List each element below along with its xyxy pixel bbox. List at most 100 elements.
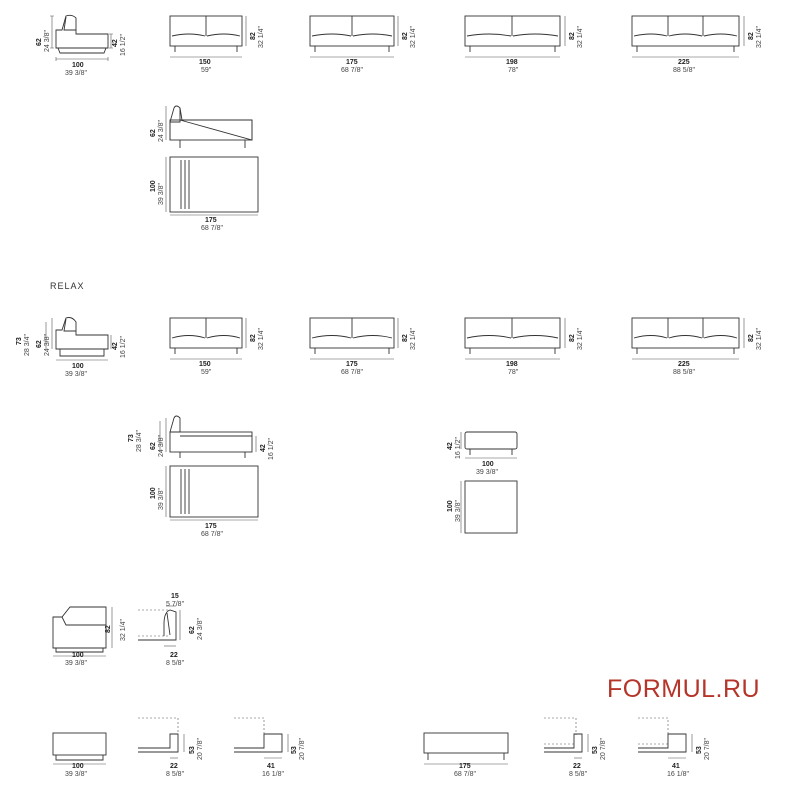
dim-w225: 225 [678, 361, 690, 368]
dim-w15: 15 [171, 593, 179, 600]
dim-h100-in: 39 3/8" [158, 488, 165, 510]
dim-h100: 100 [447, 500, 454, 512]
dim-h42: 42 [112, 342, 119, 350]
dim-w22: 22 [573, 763, 581, 770]
dim-w100: 100 [72, 363, 84, 370]
dim-h82: 82 [250, 334, 257, 342]
dim-h62-in: 24 3/8" [197, 618, 204, 640]
dim-h42-in: 16 1/2" [455, 437, 462, 459]
base-front-100: 100 39 3/8" [52, 732, 107, 778]
dim-h62-in: 24 3/8" [44, 334, 51, 356]
dim-w150-in: 59" [201, 67, 212, 74]
dim-w22: 22 [170, 652, 178, 659]
dim-h42-in: 16 1/2" [268, 438, 275, 460]
front-view-relax-225: 225 88 5/8" 82 32 1/4" [631, 317, 763, 376]
dim-h53: 53 [291, 746, 298, 754]
dim-w100-in: 39 3/8" [65, 70, 87, 77]
dim-h42: 42 [447, 442, 454, 450]
chaise-longue-relax: 73 28 3/4" 62 24 3/8" 42 16 1/2" 100 39 … [128, 415, 275, 538]
dim-h82: 82 [105, 625, 112, 633]
dim-h53: 53 [696, 746, 703, 754]
front-view-sofa-198: 198 78" 82 32 1/4" [464, 15, 584, 74]
dim-h62-in: 24 3/8" [158, 120, 165, 142]
side-view-standard: 62 24 3/8" 42 16 1/2" 100 39 3/8" [36, 14, 127, 77]
dim-w198: 198 [506, 59, 518, 66]
dim-w150-in: 59" [201, 369, 212, 376]
dim-h53-in: 20 7/8" [299, 738, 306, 760]
dim-h82: 82 [748, 334, 755, 342]
dim-w175: 175 [205, 523, 217, 530]
dim-w175: 175 [459, 763, 471, 770]
dim-h62: 62 [150, 442, 157, 450]
dim-h82-in: 32 1/4" [756, 26, 763, 48]
dim-w100-in: 39 3/8" [476, 469, 498, 476]
dim-w41: 41 [267, 763, 275, 770]
dim-h82-in: 32 1/4" [258, 26, 265, 48]
dim-w41-in: 16 1/8" [262, 771, 284, 778]
dim-w175-in: 68 7/8" [341, 369, 363, 376]
side-table-22: 53 20 7/8" 22 8 5/8" [138, 717, 204, 778]
dim-h53-in: 20 7/8" [600, 738, 607, 760]
dim-h42-in: 16 1/2" [120, 336, 127, 358]
dim-h82-in: 32 1/4" [577, 26, 584, 48]
dim-h42: 42 [260, 444, 267, 452]
dim-w225: 225 [678, 59, 690, 66]
dim-w225-in: 88 5/8" [673, 369, 695, 376]
brand-watermark: FORMUL.RU [607, 675, 761, 703]
dim-h82-in: 32 1/4" [258, 328, 265, 350]
side-table-41-relax: 53 20 7/8" 41 16 1/8" [638, 717, 711, 778]
dim-w175-in: 68 7/8" [454, 771, 476, 778]
front-view-relax-175: 175 68 7/8" 82 32 1/4" [309, 317, 417, 376]
dim-w100: 100 [72, 763, 84, 770]
dim-h62: 62 [150, 129, 157, 137]
side-table-41: 53 20 7/8" 41 16 1/8" [234, 717, 306, 778]
front-view-relax-150: 150 59" 82 32 1/4" [169, 317, 265, 376]
dim-h53: 53 [592, 746, 599, 754]
front-view-relax-198: 198 78" 82 32 1/4" [464, 317, 584, 376]
side-table-22-relax: 53 20 7/8" 22 8 5/8" [544, 717, 607, 778]
dim-h82-in: 32 1/4" [756, 328, 763, 350]
section-label-relax: RELAX [50, 281, 85, 291]
dim-w175-in: 68 7/8" [201, 531, 223, 538]
dim-w175: 175 [205, 217, 217, 224]
dim-w22-in: 8 5/8" [569, 771, 588, 778]
dim-w22-in: 8 5/8" [166, 660, 185, 667]
dim-h42-in: 16 1/2" [120, 34, 127, 56]
dim-w100-in: 39 3/8" [65, 771, 87, 778]
dim-w175-in: 68 7/8" [341, 67, 363, 74]
front-view-sofa-225: 225 88 5/8" 82 32 1/4" [631, 15, 763, 74]
bench-175: 175 68 7/8" [423, 732, 509, 778]
dim-h62: 62 [189, 626, 196, 634]
dim-h73: 73 [128, 434, 135, 442]
dim-w150: 150 [199, 59, 211, 66]
dim-h82-in: 32 1/4" [120, 619, 127, 641]
dim-w15-in: 5 7/8" [166, 601, 185, 608]
dim-h82: 82 [569, 32, 576, 40]
dim-h100-in: 39 3/8" [158, 183, 165, 205]
dim-w175: 175 [346, 59, 358, 66]
armrest-front: 82 32 1/4" 100 39 3/8" [52, 606, 127, 667]
dim-h42: 42 [112, 39, 119, 47]
dim-w198: 198 [506, 361, 518, 368]
dim-h82-in: 32 1/4" [410, 26, 417, 48]
dim-w150: 150 [199, 361, 211, 368]
chaise-longue-standard: 62 24 3/8" 100 39 3/8" 175 68 7/8" [150, 105, 259, 232]
dim-h62-in: 24 3/8" [44, 30, 51, 52]
dim-h82-in: 32 1/4" [577, 328, 584, 350]
dim-w198-in: 78" [508, 67, 519, 74]
dim-h53-in: 20 7/8" [197, 738, 204, 760]
dim-h100: 100 [150, 487, 157, 499]
dim-w175-in: 68 7/8" [201, 225, 223, 232]
dim-h62: 62 [36, 340, 43, 348]
dim-h73: 73 [16, 337, 23, 345]
ottoman: 42 16 1/2" 100 39 3/8" 100 39 3/8" [447, 431, 518, 534]
dim-h82: 82 [748, 32, 755, 40]
dim-w22-in: 8 5/8" [166, 771, 185, 778]
dim-w22: 22 [170, 763, 178, 770]
dim-w100-in: 39 3/8" [65, 371, 87, 378]
dim-h62: 62 [36, 38, 43, 46]
front-view-sofa-150: 150 59" 82 32 1/4" [169, 15, 265, 74]
dim-h73-in: 28 3/4" [136, 430, 143, 452]
dim-h100-in: 39 3/8" [455, 500, 462, 522]
